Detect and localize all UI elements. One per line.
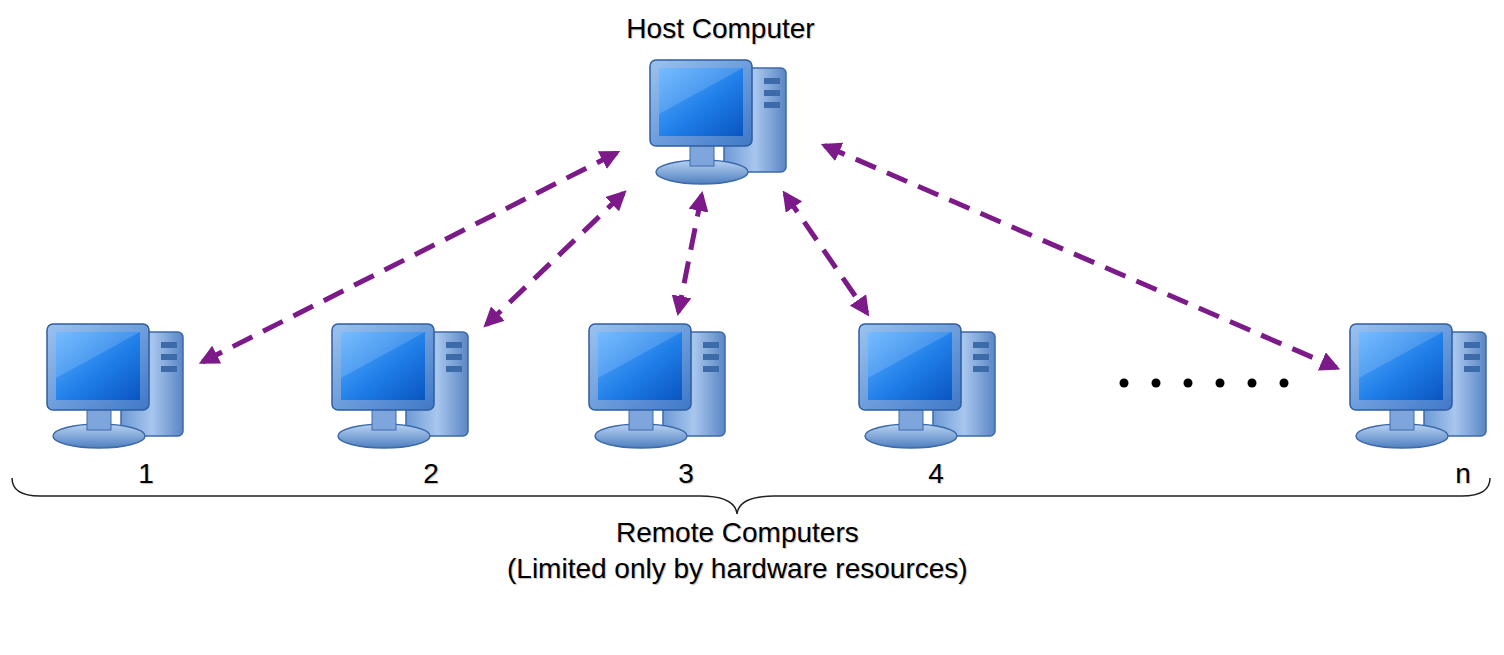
remote-computer: 1 (39, 318, 197, 491)
callout-number: 4 (851, 457, 1009, 491)
node-title: Host Computer (622, 12, 819, 46)
remote-computer: 4 (851, 318, 1009, 491)
remote-computer: 2 (324, 318, 482, 491)
computer-icon (1346, 318, 1496, 453)
computer-icon (646, 54, 796, 189)
callout-number: 2 (324, 457, 482, 491)
computer-icon (328, 318, 478, 453)
computer-icon (43, 318, 193, 453)
computer-icon (855, 318, 1005, 453)
host-computer: Host Computer (622, 12, 819, 189)
ellipsis-dots (1120, 379, 1289, 388)
network-link (785, 194, 867, 313)
network-link (678, 195, 701, 312)
network-link (486, 193, 623, 325)
group-brace (12, 478, 1490, 514)
callout-number: 1 (39, 457, 197, 491)
callout-number: 3 (581, 457, 739, 491)
group-label: (Limited only by hardware resources) (507, 552, 968, 586)
remote-computer: 3 (581, 318, 739, 491)
group-label: Remote Computers (616, 516, 859, 550)
callout-number: n (1342, 457, 1500, 491)
remote-computer: n (1342, 318, 1500, 491)
computer-icon (585, 318, 735, 453)
